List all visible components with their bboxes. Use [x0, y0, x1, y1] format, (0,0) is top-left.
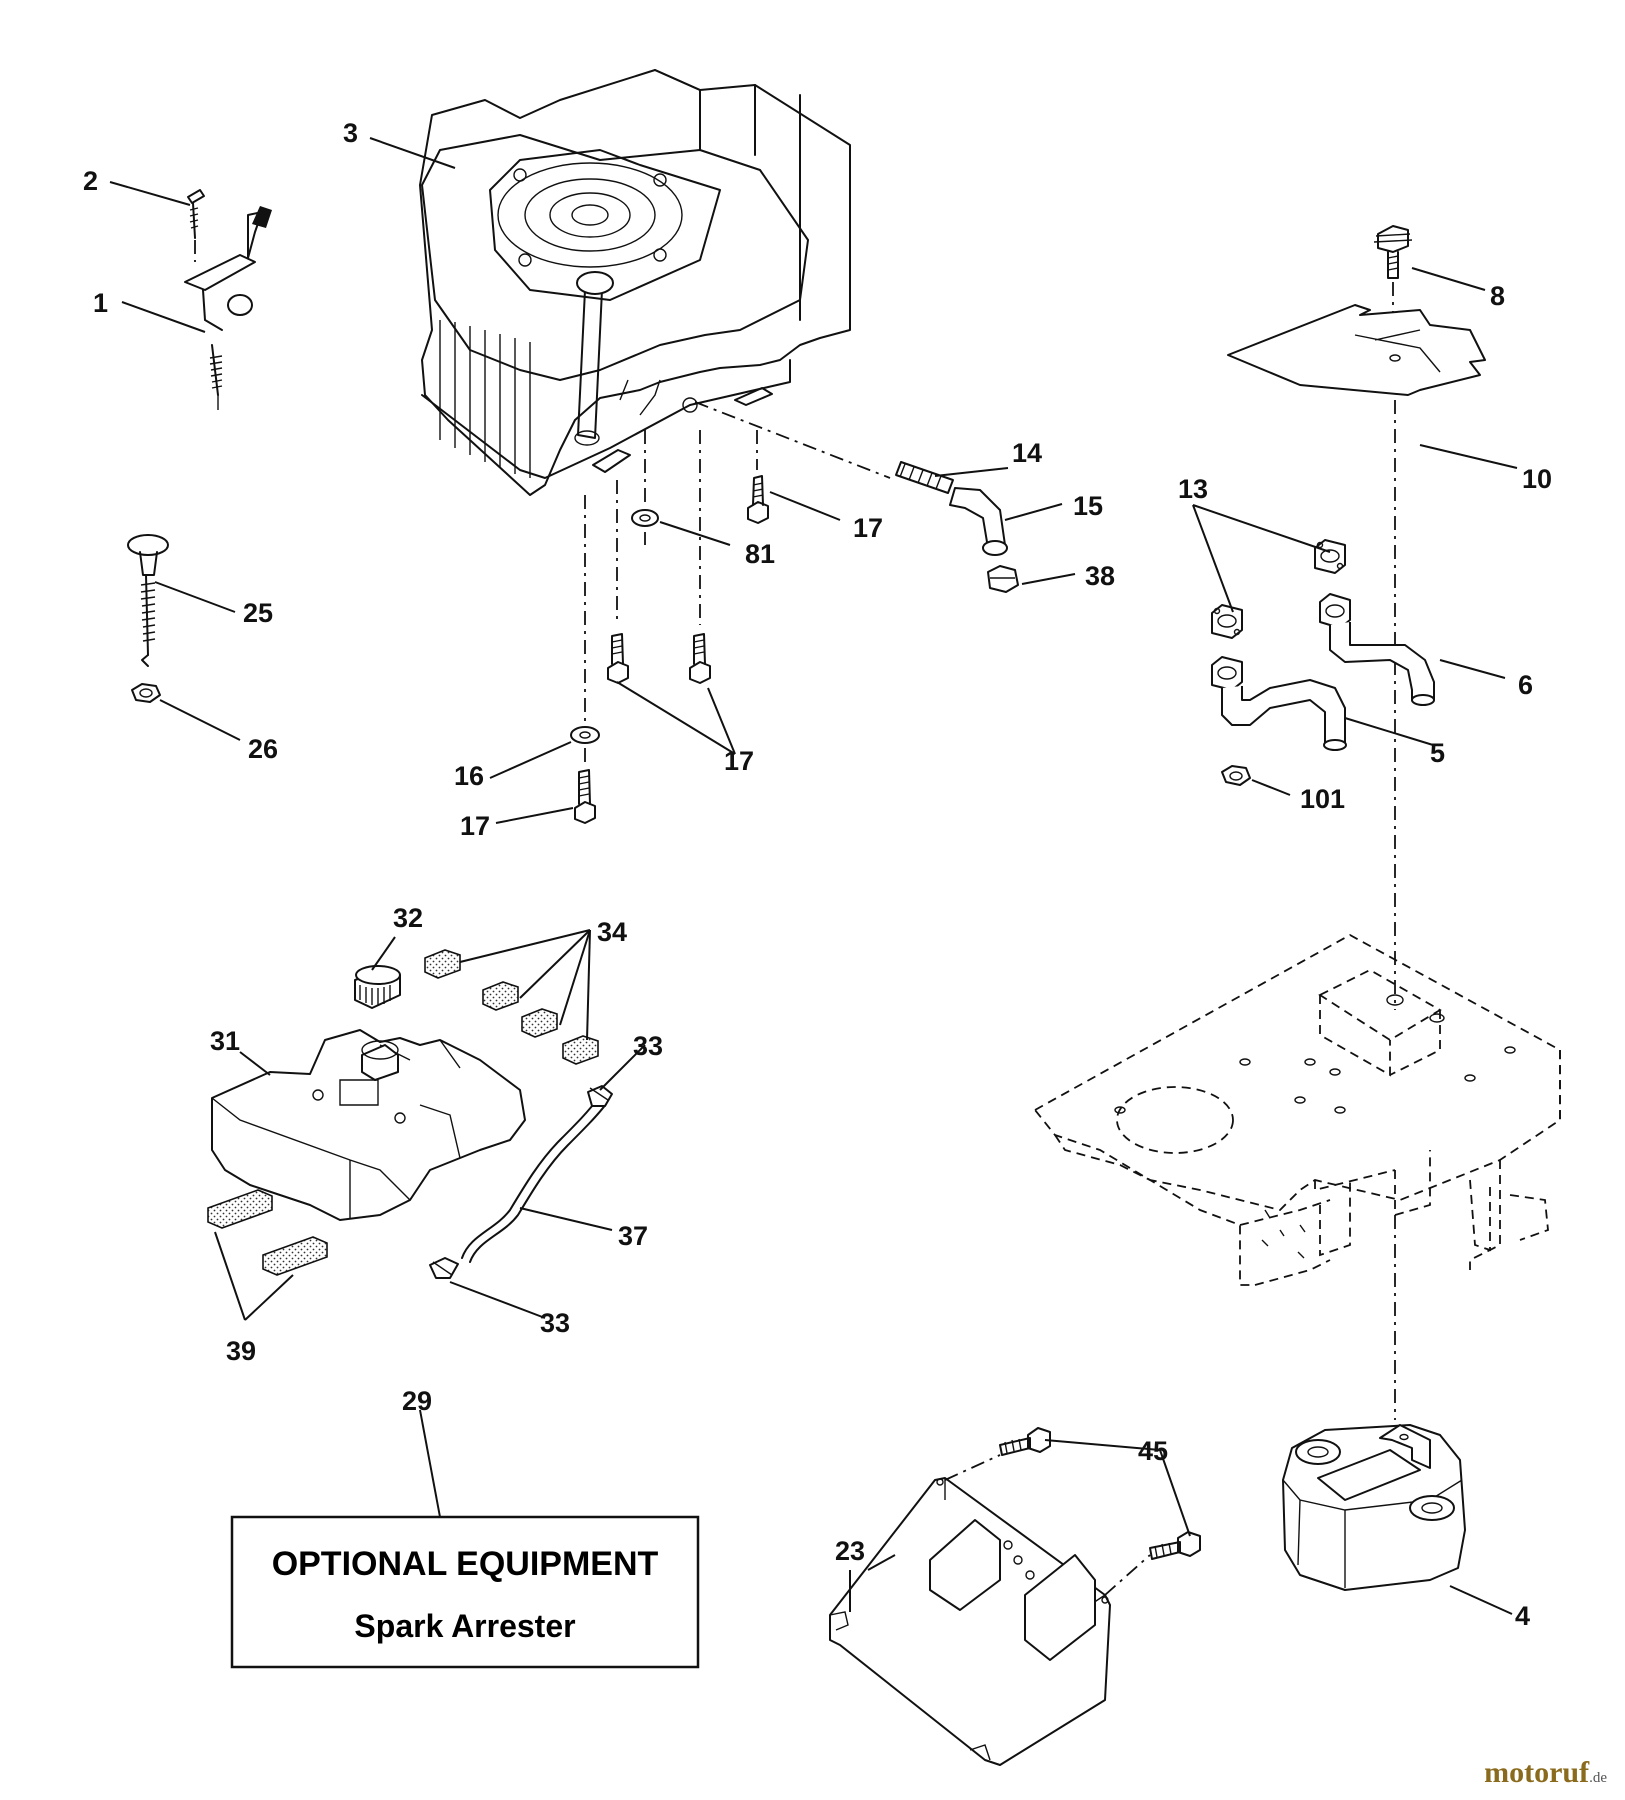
muffler: [1282, 1424, 1466, 1591]
callout-31: 31: [210, 1026, 240, 1056]
callout-17-a: 17: [853, 513, 883, 543]
callout-1: 1: [93, 288, 108, 318]
callout-13: 13: [1178, 474, 1208, 504]
callout-8: 8: [1490, 281, 1505, 311]
callout-33-a: 33: [633, 1031, 663, 1061]
callout-23: 23: [835, 1536, 865, 1566]
note-subtitle: Spark Arrester: [354, 1608, 575, 1644]
callout-14: 14: [1012, 438, 1042, 468]
spark-arrester: [829, 1427, 1201, 1766]
fuel-line: [429, 1085, 613, 1279]
callout-5: 5: [1430, 738, 1445, 768]
callout-17-b: 17: [724, 746, 754, 776]
note-title: OPTIONAL EQUIPMENT: [272, 1545, 659, 1583]
exhaust-pipes: [1211, 539, 1435, 786]
callout-37: 37: [618, 1221, 648, 1251]
callout-34: 34: [597, 917, 627, 947]
callout-labels: 3 2 1 8 10 14 15 38 17 81 13 6 5 101 25 …: [83, 118, 1552, 1631]
air-cleaner: [207, 949, 599, 1276]
callout-15: 15: [1073, 491, 1103, 521]
site-watermark: motoruf.de: [1484, 1756, 1607, 1790]
callout-16: 16: [454, 761, 484, 791]
callout-25: 25: [243, 598, 273, 628]
choke-control: [127, 534, 169, 703]
callout-33-b: 33: [540, 1308, 570, 1338]
callout-81: 81: [745, 539, 775, 569]
throttle-control: [184, 189, 272, 410]
callout-3: 3: [343, 118, 358, 148]
callout-45: 45: [1138, 1436, 1168, 1466]
callout-4: 4: [1515, 1601, 1530, 1631]
watermark-brand: motoruf: [1484, 1756, 1590, 1789]
callout-6: 6: [1518, 670, 1533, 700]
optional-equipment-note: OPTIONAL EQUIPMENT Spark Arrester: [230, 1515, 700, 1669]
engine: [419, 69, 851, 496]
watermark-suffix: .de: [1589, 1770, 1607, 1786]
drain-and-bolts: [570, 401, 1019, 824]
callout-29: 29: [402, 1386, 432, 1416]
callout-39: 39: [226, 1336, 256, 1366]
callout-2: 2: [83, 166, 98, 196]
chassis-frame: [1033, 933, 1561, 1420]
callout-10: 10: [1522, 464, 1552, 494]
callout-38: 38: [1085, 561, 1115, 591]
callout-32: 32: [393, 903, 423, 933]
heat-shield: [1227, 225, 1486, 1010]
leader-lines: [109, 137, 1518, 1615]
callout-17-c: 17: [460, 811, 490, 841]
callout-26: 26: [248, 734, 278, 764]
callout-101: 101: [1300, 784, 1345, 814]
